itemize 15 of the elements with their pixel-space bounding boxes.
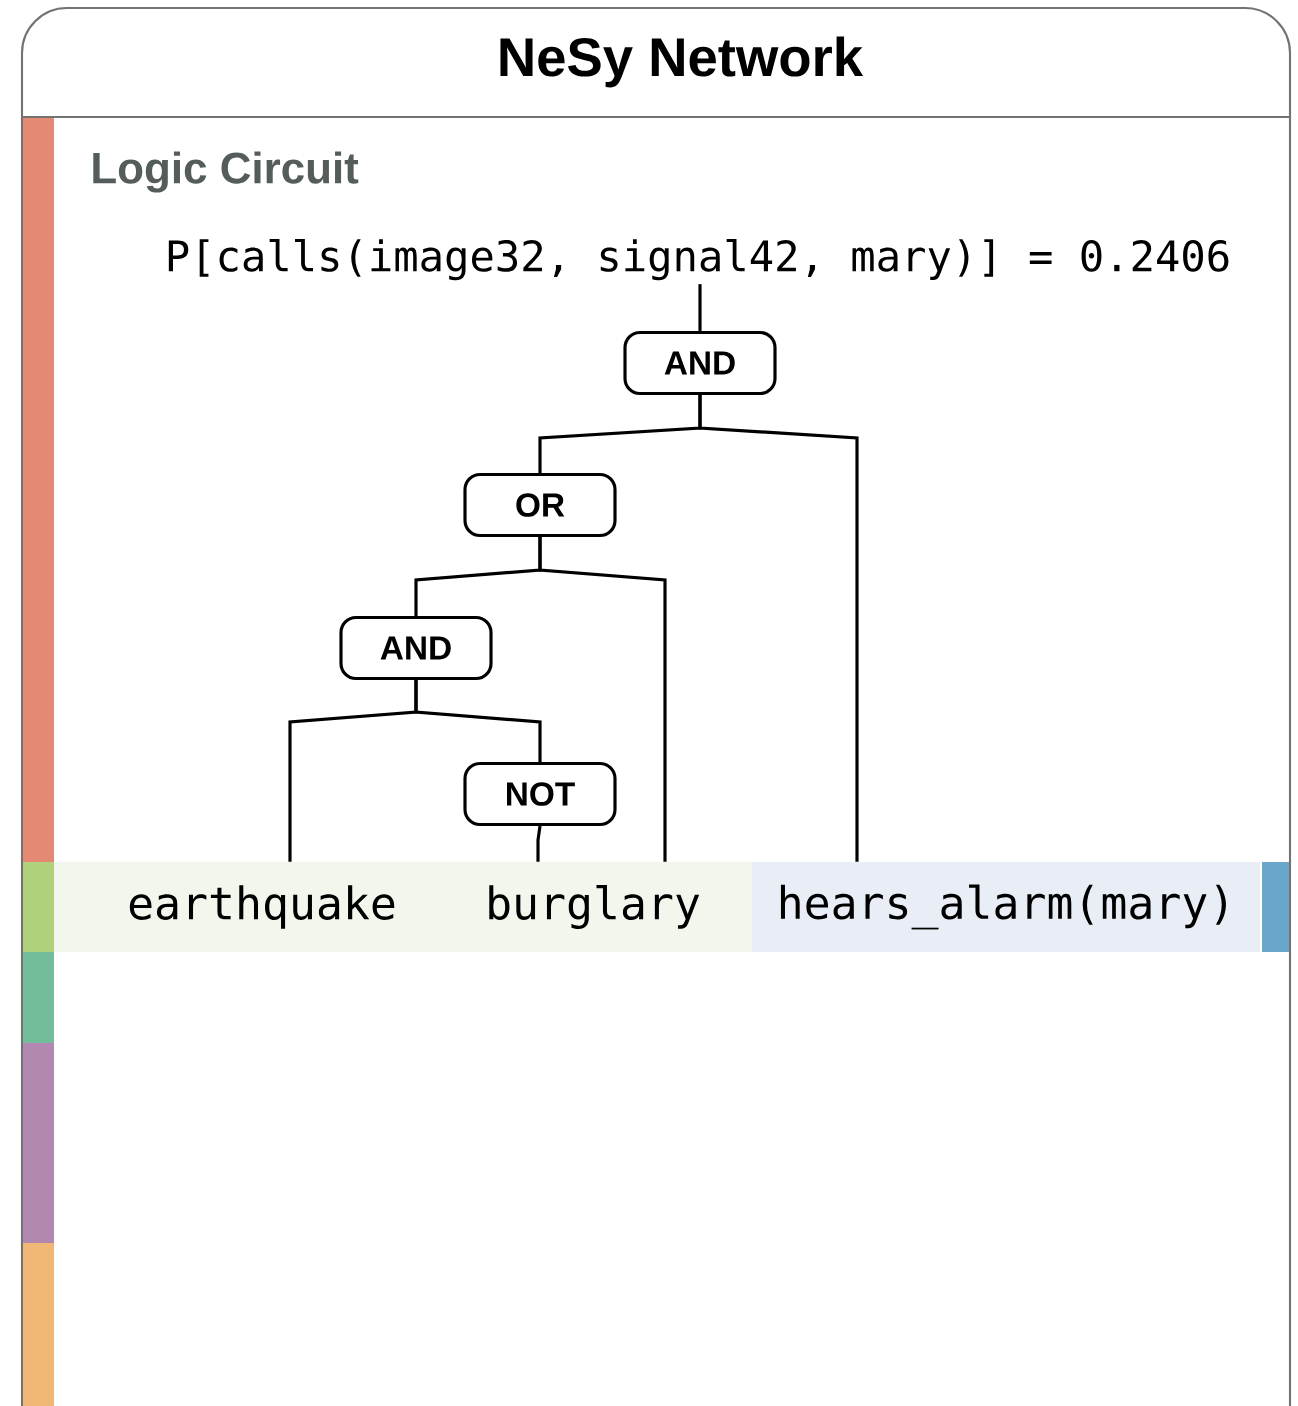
fact-box: hears_alarm(mary) (752, 862, 1260, 952)
connector-line (698, 284, 702, 331)
title: NeSy Network (500, 36, 864, 88)
fact-label: earthquake (129, 885, 395, 929)
gate-box: NOT (463, 761, 617, 827)
gate-box: AND (339, 615, 493, 681)
connector-line (414, 680, 542, 762)
probability-text: P[calls(image32, signal42, mary)] = 0.2406 (168, 238, 1229, 281)
gate-box: OR (463, 472, 617, 538)
gate-box: AND (623, 330, 777, 396)
connector-line (538, 537, 667, 862)
connector-line (536, 825, 542, 862)
connector-line (698, 395, 859, 862)
section-heading: Logic Circuit (93, 151, 359, 193)
fact-label: burglary (489, 885, 700, 929)
